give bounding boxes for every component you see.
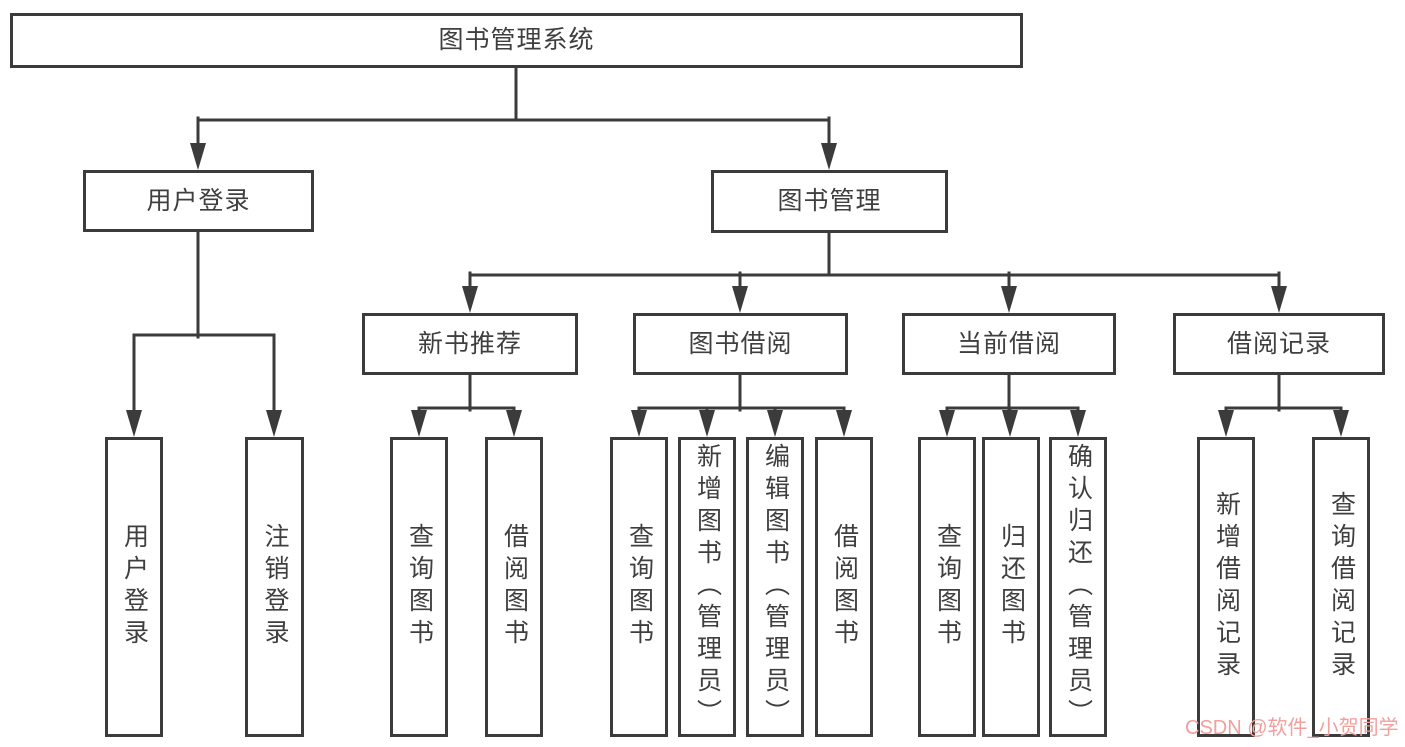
arrowhead-icon: [1271, 286, 1287, 313]
arrowhead-icon: [1002, 410, 1018, 437]
node-new-book-recommend-label: 新书推荐: [417, 329, 522, 358]
leaf-newbook-query-books: 查询图书: [390, 437, 448, 737]
leaf-records-add: 新增借阅记录: [1197, 437, 1255, 737]
arrowhead-icon: [1001, 286, 1017, 313]
node-book-borrowing: 图书借阅: [633, 313, 848, 375]
node-borrowing-records-label: 借阅记录: [1226, 329, 1331, 358]
leaf-newbook-borrow-books: 借阅图书: [485, 437, 543, 737]
arrowhead-icon: [821, 143, 837, 170]
node-book-management-label: 图书管理: [777, 187, 882, 215]
arrowhead-icon: [1070, 410, 1086, 437]
node-current-borrowing: 当前借阅: [902, 313, 1116, 375]
node-current-borrowing-label: 当前借阅: [956, 329, 1061, 358]
arrowhead-icon: [631, 410, 647, 437]
arrowhead-icon: [411, 410, 427, 437]
arrowhead-icon: [939, 410, 955, 437]
leaf-borrowing-add-books-admin-label: 新增图书（管理员）: [693, 443, 722, 731]
leaf-logout: 注销登录: [245, 437, 304, 737]
csdn-watermark: CSDN @软件_小贺同学: [1185, 717, 1399, 739]
leaf-borrowing-edit-books-admin: 编辑图书（管理员）: [746, 437, 804, 737]
leaf-records-query: 查询借阅记录: [1312, 437, 1370, 737]
leaf-current-confirm-return-admin-label: 确认归还（管理员）: [1064, 443, 1093, 731]
leaf-current-query-books-label: 查询图书: [933, 523, 962, 651]
node-root-label: 图书管理系统: [438, 26, 595, 54]
leaf-current-query-books: 查询图书: [918, 437, 976, 737]
arrowhead-icon: [126, 410, 142, 437]
leaf-newbook-borrow-books-label: 借阅图书: [500, 523, 529, 651]
arrowhead-icon: [462, 286, 478, 313]
leaf-current-confirm-return-admin: 确认归还（管理员）: [1049, 437, 1107, 737]
arrowhead-icon: [836, 410, 852, 437]
leaf-user-login: 用户登录: [105, 437, 163, 737]
node-book-borrowing-label: 图书借阅: [688, 329, 793, 358]
arrowhead-icon: [266, 410, 282, 437]
node-new-book-recommend: 新书推荐: [362, 313, 578, 375]
leaf-borrowing-query-books: 查询图书: [610, 437, 668, 737]
node-borrowing-records: 借阅记录: [1173, 313, 1385, 375]
node-root: 图书管理系统: [10, 13, 1023, 68]
leaf-newbook-query-books-label: 查询图书: [405, 523, 434, 651]
arrowhead-icon: [767, 410, 783, 437]
leaf-records-query-label: 查询借阅记录: [1327, 491, 1356, 683]
leaf-borrowing-edit-books-admin-label: 编辑图书（管理员）: [761, 443, 790, 731]
arrowhead-icon: [1218, 410, 1234, 437]
arrowhead-icon: [506, 410, 522, 437]
leaf-current-return-books-label: 归还图书: [997, 523, 1026, 651]
leaf-borrowing-borrow-books-label: 借阅图书: [830, 523, 859, 651]
node-book-management: 图书管理: [711, 170, 948, 233]
arrowhead-icon: [1333, 410, 1349, 437]
connector-arrowheads: [126, 143, 1349, 437]
node-user-login-label: 用户登录: [146, 186, 251, 215]
leaf-borrowing-add-books-admin: 新增图书（管理员）: [678, 437, 736, 737]
arrowhead-icon: [699, 410, 715, 437]
leaf-records-add-label: 新增借阅记录: [1212, 491, 1241, 683]
leaf-logout-label: 注销登录: [261, 523, 289, 651]
leaf-user-login-label: 用户登录: [120, 523, 149, 651]
leaf-current-return-books: 归还图书: [982, 437, 1040, 737]
leaf-borrowing-borrow-books: 借阅图书: [815, 437, 873, 737]
arrowhead-icon: [190, 143, 206, 170]
arrowhead-icon: [732, 286, 748, 313]
leaf-borrowing-query-books-label: 查询图书: [625, 523, 654, 651]
node-user-login: 用户登录: [83, 170, 314, 232]
